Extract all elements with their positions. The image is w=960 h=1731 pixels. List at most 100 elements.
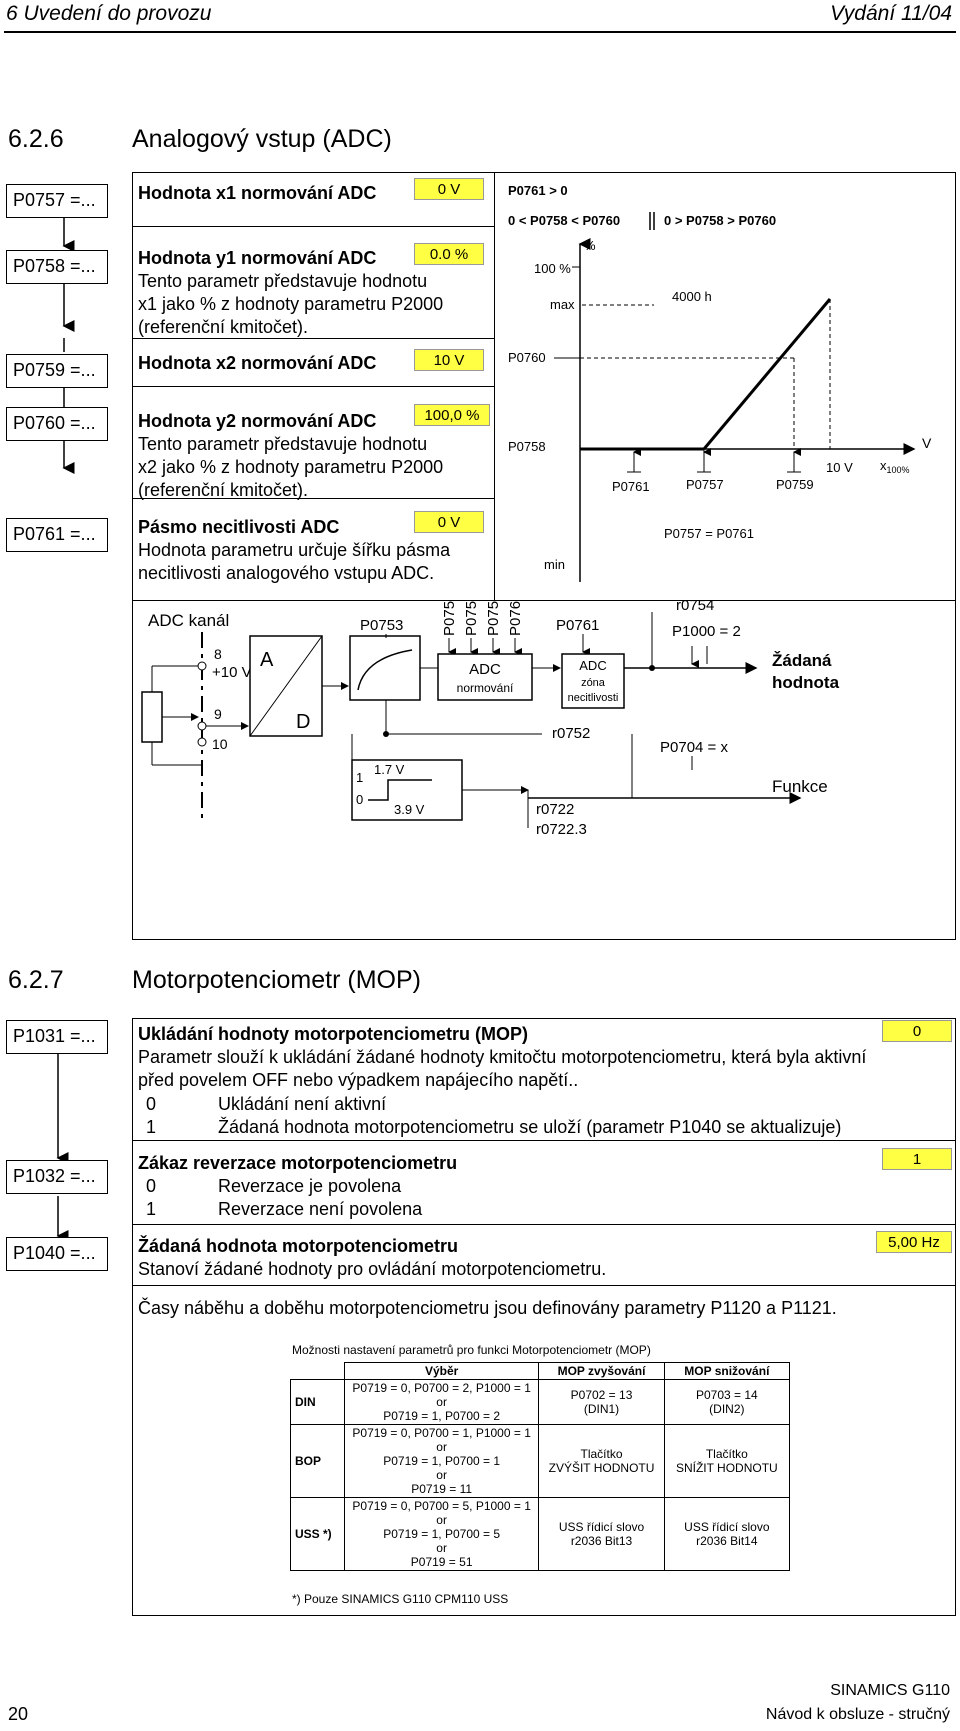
param-id-p1031: P1031 =... — [6, 1020, 108, 1054]
adc-scaling-graph: P0761 > 0 0 < P0758 < P0760 0 > P0758 > … — [508, 183, 932, 582]
diag-zone-2: zóna — [581, 677, 606, 689]
mop-section-number: 6.2.7 — [8, 966, 64, 994]
p1040-desc-1: Stanoví žádané hodnoty pro ovládání moto… — [138, 1259, 607, 1279]
graph-x-unit: V — [922, 435, 932, 451]
mop-flow-arrows — [56, 1052, 69, 1242]
diag-r0754: r0754 — [676, 600, 714, 614]
footer-doc: Návod k obsluze - stručný — [765, 1706, 950, 1723]
p0758-title: Hodnota y1 normování ADC — [138, 248, 377, 268]
diag-ad-d: D — [296, 711, 310, 733]
edition-header: Vydání 11/04 — [830, 2, 952, 25]
mop-frame — [132, 1018, 956, 1616]
diag-p0757: P0757 — [441, 600, 458, 636]
graph-label-4000h: 4000 h — [672, 289, 712, 304]
diag-r0752: r0752 — [552, 725, 590, 742]
mop-th-up: MOP zvyšování — [538, 1362, 665, 1380]
p1032-opt1-t: Reverzace není povolena — [218, 1199, 423, 1219]
diag-term9: 9 — [214, 706, 222, 722]
diag-r0722-3: r0722.3 — [536, 821, 587, 838]
param-id-p0757: P0757 =... — [6, 184, 108, 218]
diag-term8: 8 — [214, 646, 222, 662]
p0758-default: 0.0 % — [414, 243, 484, 265]
diag-p0760: P0760 — [507, 600, 524, 636]
section-number: 6.2.6 — [8, 125, 64, 153]
graph-p0757: P0757 — [686, 477, 724, 492]
p0759-title: Hodnota x2 normování ADC — [138, 353, 377, 373]
p0758-desc-1: Tento parametr představuje hodnotu — [138, 271, 428, 291]
p1032-opt0-t: Reverzace je povolena — [218, 1176, 402, 1196]
graph-p0760: P0760 — [508, 350, 546, 365]
graph-cond3: 0 > P0758 > P0760 — [664, 213, 776, 228]
adc-block-diagram: ADC kanál 8 +10 V 9 10 A D P0753 P0757 P… — [141, 600, 840, 838]
diag-p0761: P0761 — [556, 617, 599, 634]
p0757-title: Hodnota x1 normování ADC — [138, 183, 377, 203]
param-id-p1032: P1032 =... — [6, 1160, 108, 1194]
graph-eq: P0757 = P0761 — [664, 526, 754, 541]
diag-setpoint-1: Žádaná — [772, 651, 832, 670]
graph-cond1: P0761 > 0 — [508, 183, 568, 198]
p0760-desc-3: (referenční kmitočet). — [138, 480, 309, 500]
graph-cond2: 0 < P0758 < P0760 — [508, 213, 620, 228]
mop-table: Výběr MOP zvyšování MOP snižování DIN P0… — [290, 1362, 791, 1571]
diag-adcnorm-1: ADC — [469, 661, 501, 678]
footer-product: SINAMICS G110 — [830, 1682, 950, 1699]
adc-frame-divider — [494, 172, 495, 600]
diag-r0722: r0722 — [536, 801, 574, 818]
p1031-opt0-v: 0 — [146, 1094, 157, 1114]
diag-thr-hi: 1.7 V — [374, 762, 405, 777]
adc-frame — [132, 172, 956, 940]
diag-thr-1: 1 — [356, 770, 363, 785]
p1040-title: Žádaná hodnota motorpotenciometru — [138, 1236, 459, 1256]
p1040-default: 5,00 Hz — [876, 1231, 952, 1253]
p0760-desc-2: x2 jako % z hodnoty parametru P2000 — [138, 457, 444, 477]
p1032-default: 1 — [882, 1148, 952, 1170]
diag-funkce: Funkce — [772, 777, 828, 796]
graph-x-100: x100% — [880, 458, 910, 475]
diag-zone-3: necitlivosti — [568, 692, 619, 704]
diag-term-plus10: +10 V — [212, 664, 252, 681]
p1031-default: 0 — [882, 1020, 952, 1042]
p1032-opt1-v: 1 — [146, 1199, 157, 1219]
p1031-opt1-t: Žádaná hodnota motorpotenciometru se ulo… — [218, 1117, 842, 1137]
param-id-p0761: P0761 =... — [6, 518, 108, 552]
diag-zone-1: ADC — [579, 658, 606, 673]
p0761-default: 0 V — [414, 511, 484, 533]
diag-p0753: P0753 — [360, 617, 403, 634]
diag-p0759: P0759 — [485, 600, 502, 636]
mop-table-footnote: *) Pouze SINAMICS G110 CPM110 USS — [292, 1592, 509, 1606]
p1031-desc-2: před povelem OFF nebo výpadkem napájecíh… — [138, 1070, 579, 1090]
p1032-opt0-v: 0 — [146, 1176, 157, 1196]
p0760-title: Hodnota y2 normování ADC — [138, 411, 377, 431]
p0757-default: 0 V — [414, 178, 484, 200]
mop-th-select: Výběr — [343, 1362, 540, 1380]
diag-p1000: P1000 = 2 — [672, 623, 741, 640]
p1031-title: Ukládání hodnoty motorpotenciometru (MOP… — [138, 1024, 528, 1044]
p0761-desc-2: necitlivosti analogového vstupu ADC. — [138, 563, 435, 583]
p0759-default: 10 V — [414, 349, 484, 371]
graph-y-unit: % — [584, 238, 596, 253]
param-id-p1040: P1040 =... — [6, 1237, 108, 1271]
page-number: 20 — [8, 1704, 29, 1724]
param-id-p0760: P0760 =... — [6, 407, 108, 441]
p1031-opt1-v: 1 — [146, 1117, 157, 1137]
param-id-p0759: P0759 =... — [6, 354, 108, 388]
diag-setpoint-2: hodnota — [772, 673, 840, 692]
param-id-p0758: P0758 =... — [6, 250, 108, 284]
diag-adcnorm-2: normování — [457, 681, 514, 695]
p1031-opt0-t: Ukládání není aktivní — [218, 1094, 387, 1114]
p1032-title: Zákaz reverzace motorpotenciometru — [138, 1153, 458, 1173]
graph-y-100: 100 % — [534, 261, 571, 276]
graph-y-min: min — [544, 557, 565, 572]
mop-section-title: Motorpotenciometr (MOP) — [132, 966, 421, 994]
mop-table-title: Možnosti nastavení parametrů pro funkci … — [292, 1343, 651, 1357]
p1031-desc-1: Parametr slouží k ukládání žádané hodnot… — [138, 1047, 867, 1067]
graph-x-10v: 10 V — [826, 460, 853, 475]
diag-ad-a: A — [260, 649, 274, 671]
graph-p0759: P0759 — [776, 477, 814, 492]
p0760-default: 100,0 % — [414, 404, 490, 426]
chapter-header: 6 Uvedení do provozu — [6, 2, 212, 25]
graph-p0758: P0758 — [508, 439, 546, 454]
